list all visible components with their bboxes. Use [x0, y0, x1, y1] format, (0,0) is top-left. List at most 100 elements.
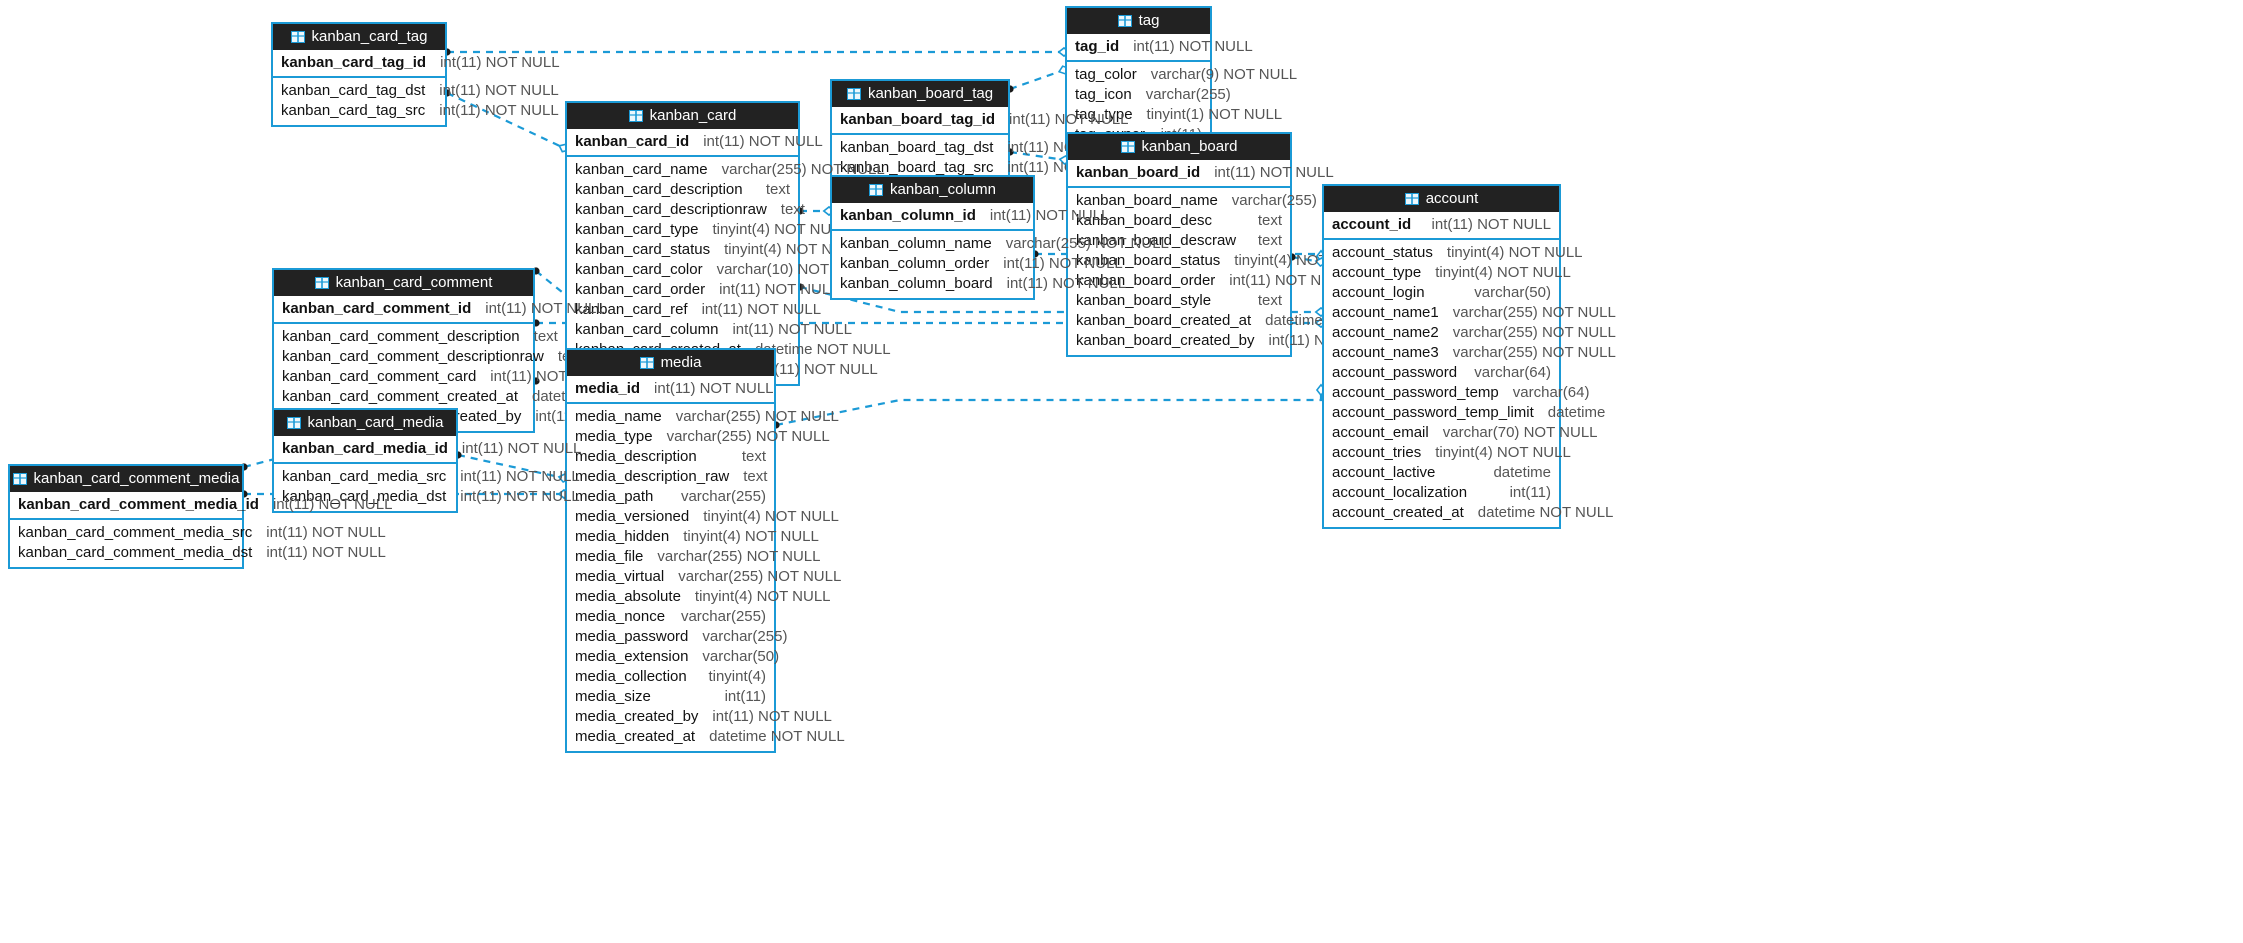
field-type: int(11) NOT NULL — [732, 321, 852, 338]
field-type: int(11) NOT NULL — [439, 82, 559, 99]
entity-title: kanban_card_tag — [311, 28, 428, 45]
field-type: datetime NOT NULL — [709, 728, 845, 745]
field-type: datetime NOT NULL — [754, 341, 891, 358]
field-name: kanban_card_color — [575, 261, 703, 278]
field-name: kanban_card_comment_description — [282, 328, 520, 345]
field-type: tinyint(4) NOT NULL — [694, 588, 831, 605]
entity-title: kanban_card_comment — [335, 274, 493, 291]
table-icon — [286, 416, 301, 429]
relation-kanban_board_tag-to-tag — [1009, 68, 1065, 91]
pk-field-type: int(11) NOT NULL — [703, 133, 823, 150]
pk-field-name: kanban_card_tag_id — [281, 54, 427, 71]
field-type: int(11) — [724, 688, 766, 705]
field-name: kanban_board_order — [1076, 272, 1216, 289]
field-type: varchar(255) — [1145, 86, 1231, 103]
table-icon — [12, 472, 27, 485]
entity-header-kanban_board: kanban_board — [1068, 134, 1290, 160]
field-type: text — [765, 181, 790, 198]
